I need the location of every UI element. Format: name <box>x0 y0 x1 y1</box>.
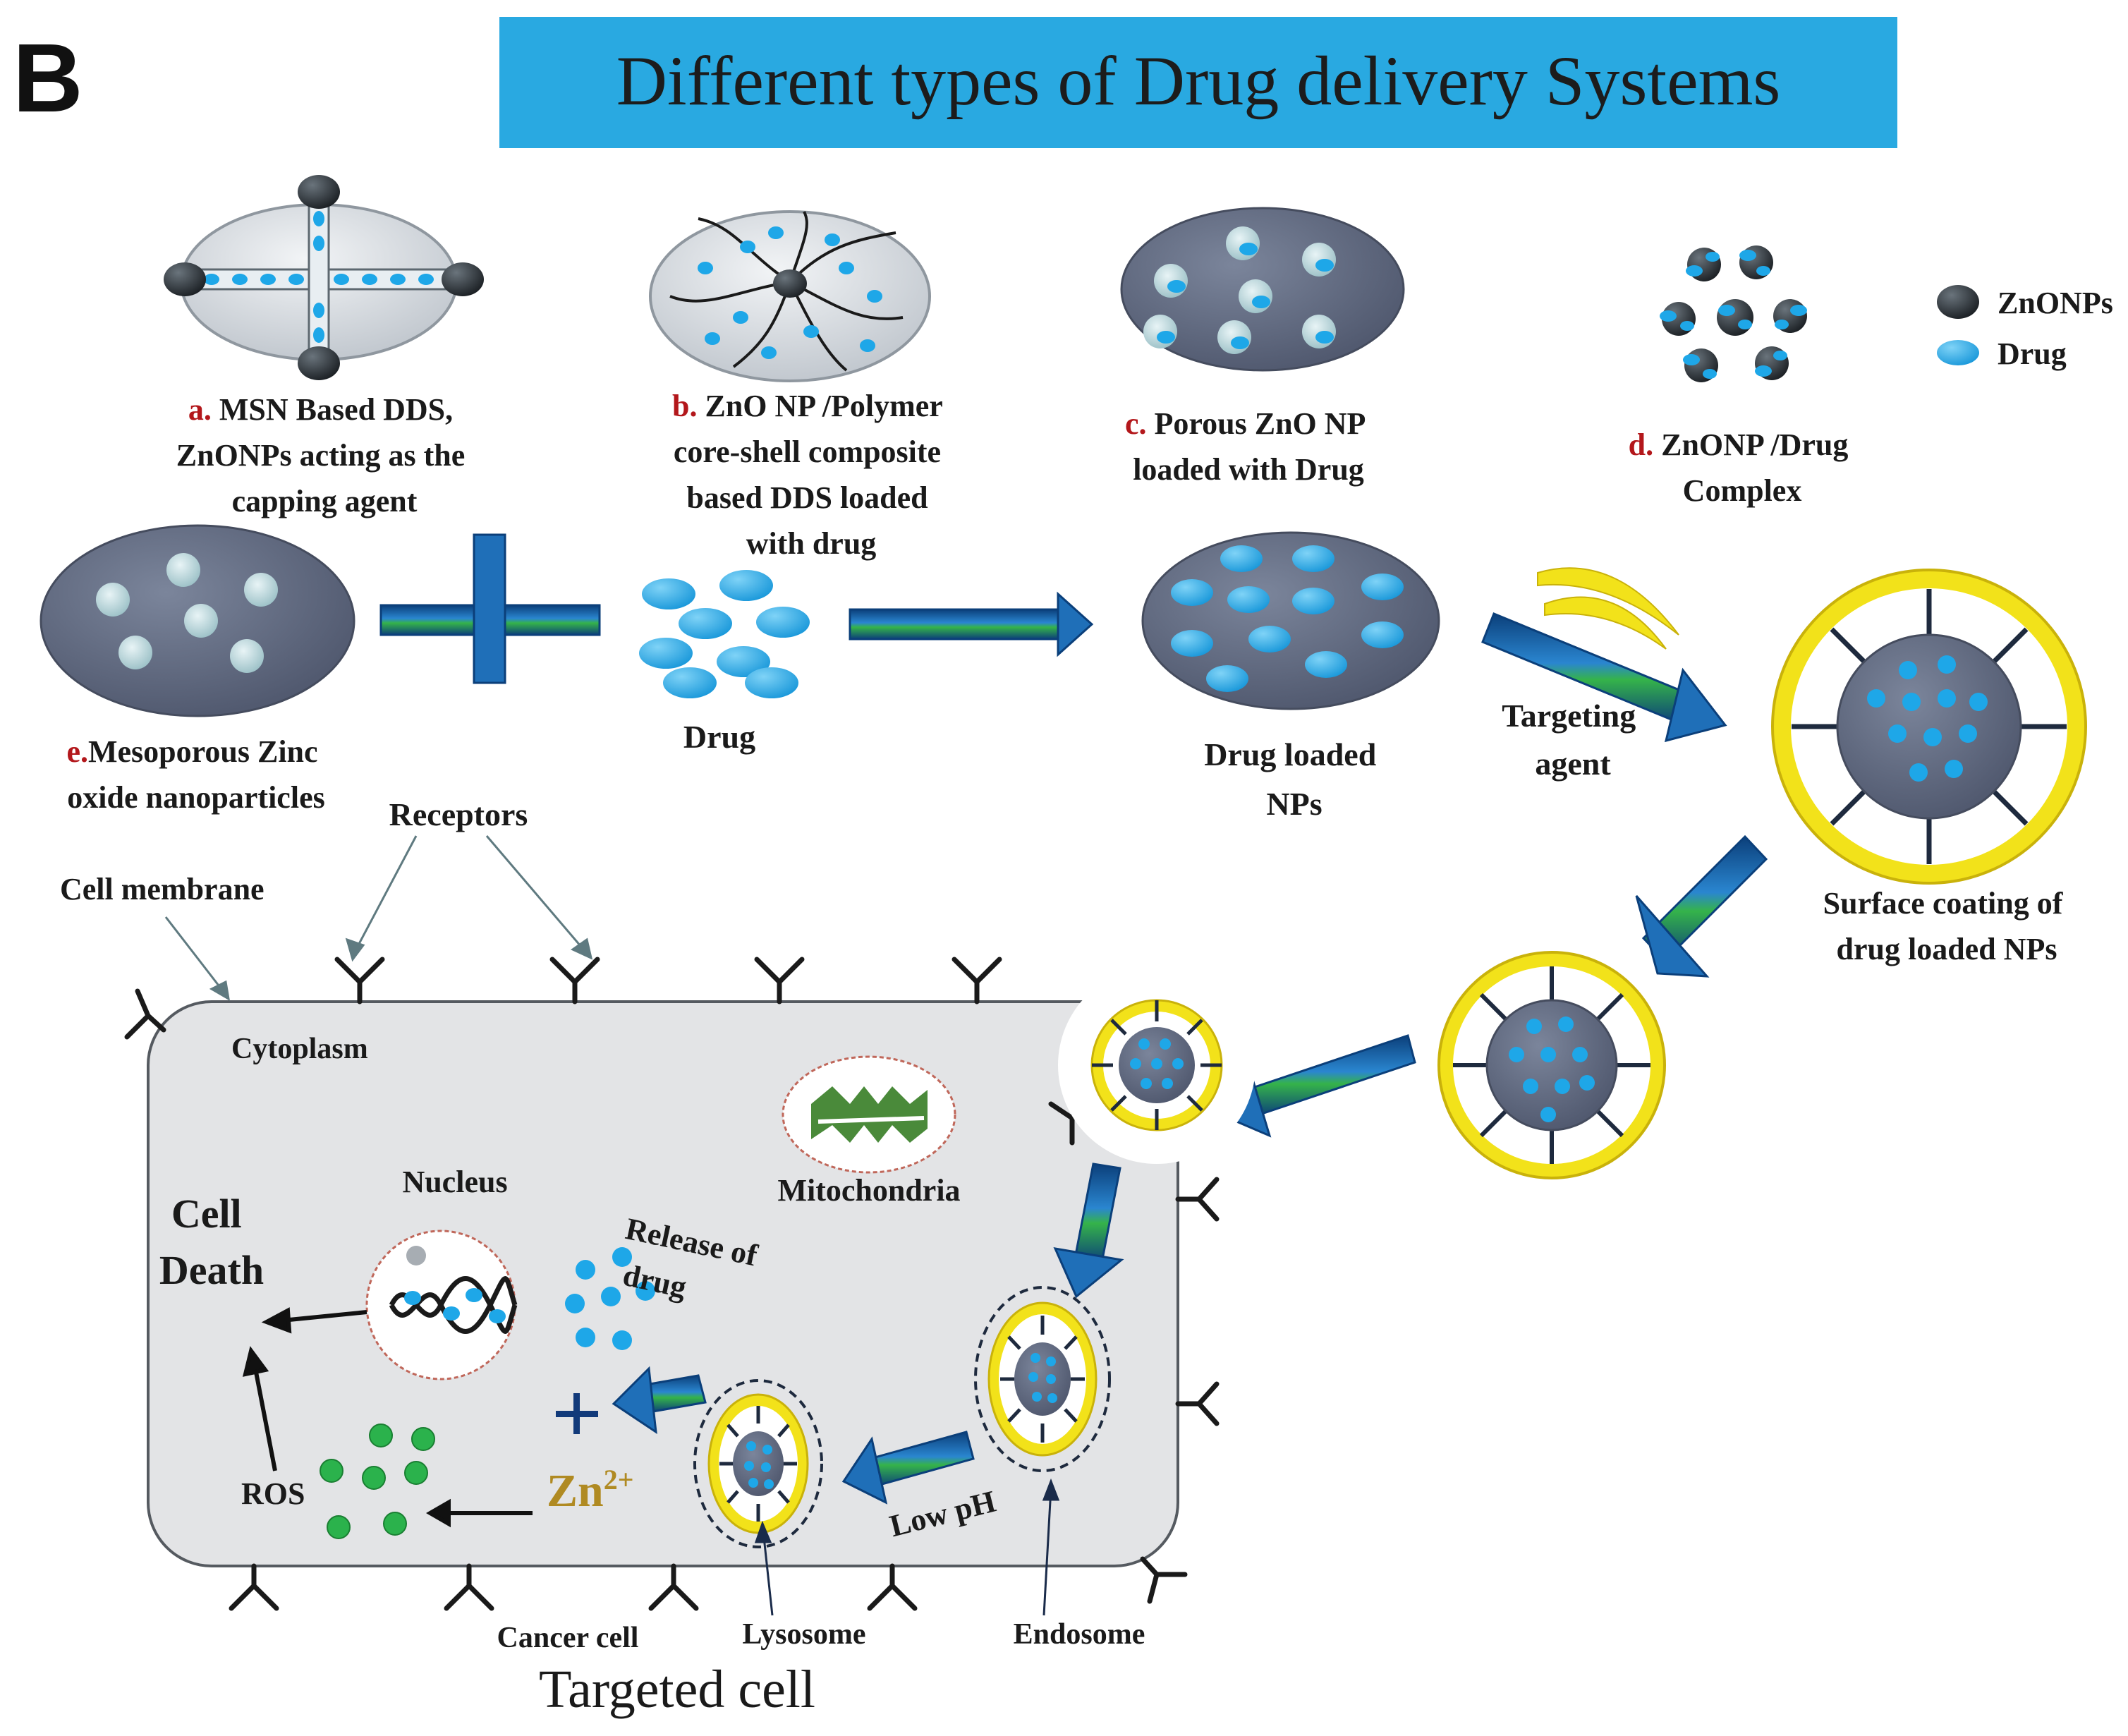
system-e-label: e.Mesoporous Zinc oxide nanoparticles <box>66 734 325 815</box>
cell-membrane-label: Cell membrane <box>60 872 265 906</box>
targeting-agent-label: Targeting agent <box>1502 698 1643 782</box>
drug-capsule-icon <box>1937 340 1979 365</box>
receptors <box>124 957 1220 1611</box>
surface-coated-np-large <box>1771 569 2087 885</box>
lysosome <box>693 1379 823 1548</box>
targeted-cell-caption: Targeted cell <box>539 1660 815 1719</box>
lysosome-label: Lysosome <box>742 1618 865 1651</box>
drug-loaded-label: Drug loaded NPs <box>1204 736 1385 822</box>
system-b-label: b. ZnO NP /Polymer core-shell composite … <box>672 389 950 561</box>
panel-letter: B <box>13 24 83 133</box>
legend: ZnONPs Drug <box>1937 285 2113 371</box>
receptor-pointers <box>164 835 593 1001</box>
core-shell-particle <box>649 210 931 382</box>
arrow-release <box>612 1366 707 1435</box>
ros-label: ROS <box>241 1476 305 1511</box>
released-drug <box>565 1247 655 1350</box>
nucleus <box>365 1230 518 1380</box>
arrow-to-cell <box>1635 834 1768 978</box>
arrow-load-drug <box>849 591 1094 657</box>
msn-dds-particle <box>164 175 484 380</box>
system-a-label: a. MSN Based DDS, ZnONPs acting as the c… <box>176 392 473 518</box>
zno-nanoparticle-icon <box>1937 285 1979 319</box>
bottom-pointers <box>754 1478 1060 1616</box>
system-c-label: c. Porous ZnO NP loaded with Drug <box>1125 406 1372 487</box>
receptors-label: Receptors <box>389 796 528 832</box>
surface-coating-label: Surface coating of drug loaded NPs <box>1823 886 2071 966</box>
cytoplasm-label: Cytoplasm <box>231 1033 368 1065</box>
arrow-ros-to-death <box>242 1346 277 1471</box>
legend-zno-label: ZnONPs <box>1998 286 2113 320</box>
drug-capsules <box>639 570 810 698</box>
arrow-down-endosome <box>1053 1163 1124 1299</box>
surface-coated-np-medium <box>1437 951 1666 1179</box>
system-d-label: d. ZnONP /Drug Complex <box>1629 427 1856 508</box>
drug-label: Drug <box>683 719 755 755</box>
arrow-low-ph <box>841 1431 975 1505</box>
endocytosis-bubble <box>1058 966 1255 1164</box>
cancer-cell-label: Cancer cell <box>497 1622 639 1654</box>
mitochondria <box>782 1055 956 1174</box>
page-title: Different types of Drug delivery Systems <box>616 42 1781 120</box>
arrow-zn-to-ros <box>425 1498 533 1528</box>
zno-drug-complex <box>1660 245 1807 382</box>
arrow-targeting <box>1481 612 1727 743</box>
plus-operator <box>379 533 601 684</box>
legend-drug-label: Drug <box>1998 336 2067 371</box>
arrow-nucleus-to-death <box>261 1307 367 1334</box>
nucleus-label: Nucleus <box>402 1165 507 1199</box>
zn-ion-label: Zn2+ <box>547 1464 634 1517</box>
ros-particles <box>320 1424 435 1539</box>
drug-loaded-np <box>1141 531 1440 710</box>
endosome-label: Endosome <box>1014 1618 1145 1651</box>
mitochondria-label: Mitochondria <box>777 1173 960 1208</box>
endosome <box>974 1286 1111 1472</box>
mesoporous-zno-particle <box>39 524 355 717</box>
title-bar <box>499 17 1897 148</box>
targeting-agent-icon <box>1537 567 1679 650</box>
porous-zno-particle <box>1120 207 1405 372</box>
plus-in-cell <box>556 1393 598 1434</box>
cell-death-label: Cell Death <box>159 1191 264 1293</box>
